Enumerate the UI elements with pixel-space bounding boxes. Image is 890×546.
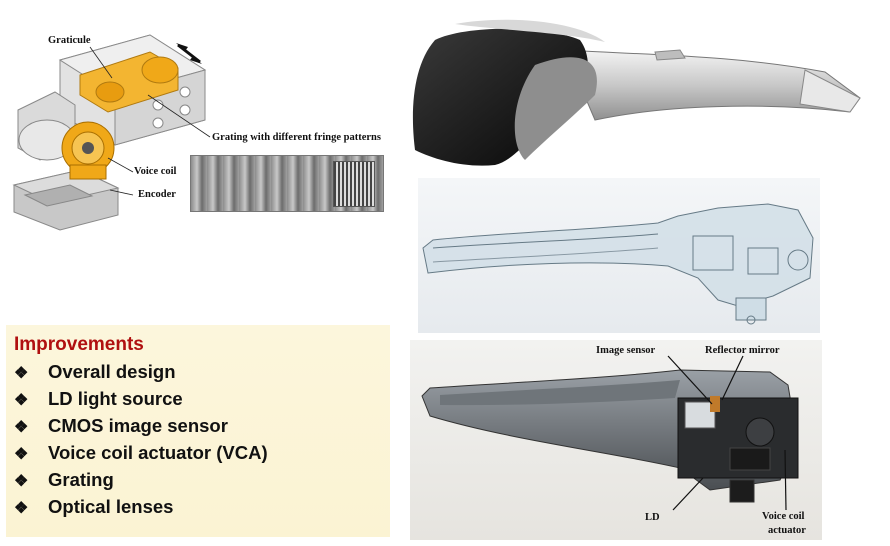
label-ld: LD	[645, 512, 660, 523]
improvement-item: ❖CMOS image sensor	[14, 415, 228, 436]
improvement-item: ❖Grating	[14, 469, 114, 490]
diamond-bullet-icon: ❖	[14, 392, 29, 409]
label-voice-coil-actuator-1: Voice coil	[762, 511, 805, 522]
device-render	[412, 19, 861, 166]
diamond-bullet-icon: ❖	[14, 473, 29, 490]
improvements-title: Improvements	[14, 334, 144, 355]
label-reflector-mirror: Reflector mirror	[705, 345, 780, 356]
label-graticule: Graticule	[48, 35, 91, 46]
internals-photo	[421, 369, 799, 503]
diamond-bullet-icon: ❖	[14, 419, 29, 436]
mechanism-illustration	[12, 34, 207, 231]
improvement-item: ❖Voice coil actuator (VCA)	[14, 442, 268, 463]
improvement-item: ❖Overall design	[14, 361, 176, 382]
mechanism-leader-lines	[89, 46, 211, 196]
diamond-bullet-icon: ❖	[14, 365, 29, 382]
cad-model	[422, 203, 814, 325]
improvement-item: ❖Optical lenses	[14, 496, 174, 517]
label-voice-coil-actuator-2: actuator	[768, 525, 806, 536]
improvements-panel: Improvements ❖Overall design ❖LD light s…	[6, 325, 390, 537]
label-encoder: Encoder	[138, 189, 176, 200]
label-voice-coil: Voice coil	[134, 166, 177, 177]
improvement-item: ❖LD light source	[14, 388, 183, 409]
grating-photo	[190, 155, 384, 212]
diamond-bullet-icon: ❖	[14, 500, 29, 517]
label-image-sensor: Image sensor	[596, 345, 656, 356]
grating-fringe-sample	[333, 161, 375, 207]
label-grating: Grating with different fringe patterns	[212, 132, 381, 143]
diamond-bullet-icon: ❖	[14, 446, 29, 463]
